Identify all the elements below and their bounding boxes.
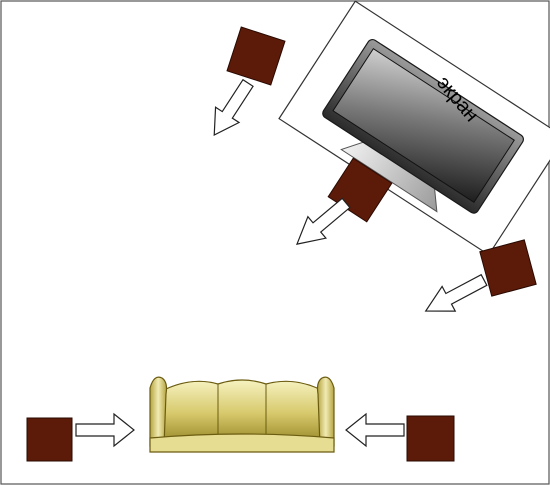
- sofa-back: [159, 379, 327, 443]
- front-right-speaker: [479, 239, 537, 297]
- surround-right-speaker: [406, 415, 455, 462]
- tv-set: [322, 38, 524, 214]
- front-left-speaker-group: [213, 26, 286, 136]
- front-right-speaker-group: [424, 239, 537, 312]
- surround-left-arrow: [75, 412, 135, 448]
- front-right-arrow: [424, 273, 488, 312]
- sofa-left-arm: [149, 376, 168, 447]
- sofa-right-arm: [316, 376, 335, 447]
- front-left-arrow: [213, 78, 254, 136]
- surround-right-speaker-group: [345, 412, 455, 462]
- center-arrow: [296, 197, 351, 245]
- sofa-seat: [149, 433, 335, 453]
- surround-left-speaker-group: [26, 412, 135, 462]
- front-left-speaker: [226, 26, 286, 86]
- surround-left-speaker: [26, 417, 73, 462]
- surround-right-arrow: [345, 412, 405, 448]
- center-speaker-group: [296, 157, 393, 245]
- tv-screen: [332, 48, 515, 203]
- screen-zone: [278, 0, 550, 256]
- sofa: [149, 376, 335, 453]
